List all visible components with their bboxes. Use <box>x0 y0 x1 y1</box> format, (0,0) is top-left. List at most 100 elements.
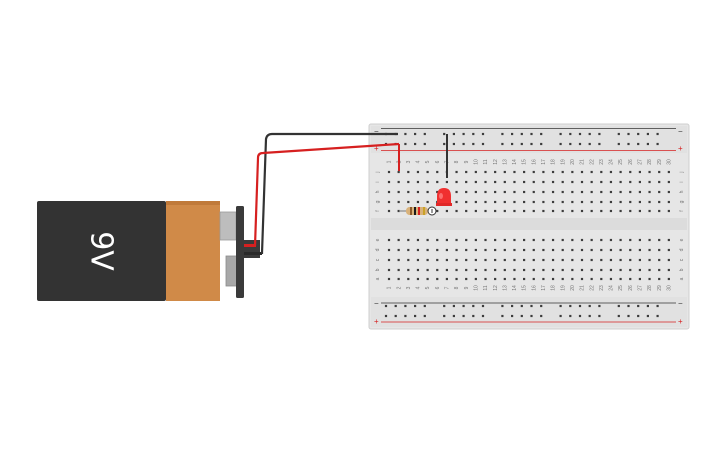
terminal-hole[interactable] <box>629 258 632 262</box>
terminal-hole[interactable] <box>532 180 535 184</box>
terminal-hole[interactable] <box>571 190 574 194</box>
terminal-hole[interactable] <box>667 190 670 194</box>
terminal-hole[interactable] <box>658 238 661 242</box>
terminal-hole[interactable] <box>590 170 593 174</box>
rail-hole[interactable] <box>627 304 630 308</box>
terminal-hole[interactable] <box>397 238 400 242</box>
terminal-hole[interactable] <box>532 170 535 174</box>
rail-hole[interactable] <box>472 314 475 318</box>
terminal-hole[interactable] <box>542 258 545 262</box>
terminal-hole[interactable] <box>523 248 526 252</box>
rail-hole[interactable] <box>501 314 504 318</box>
terminal-hole[interactable] <box>484 200 487 204</box>
terminal-hole[interactable] <box>658 209 661 213</box>
terminal-hole[interactable] <box>619 190 622 194</box>
terminal-hole[interactable] <box>638 200 641 204</box>
terminal-hole[interactable] <box>523 277 526 281</box>
terminal-hole[interactable] <box>426 277 429 281</box>
terminal-hole[interactable] <box>407 248 410 252</box>
terminal-hole[interactable] <box>551 200 555 204</box>
terminal-hole[interactable] <box>600 277 603 281</box>
terminal-hole[interactable] <box>416 248 420 252</box>
terminal-hole[interactable] <box>609 200 613 204</box>
terminal-hole[interactable] <box>532 268 535 272</box>
terminal-hole[interactable] <box>513 200 516 204</box>
terminal-hole[interactable] <box>629 180 632 184</box>
rail-hole[interactable] <box>540 304 543 308</box>
terminal-hole[interactable] <box>494 170 497 174</box>
terminal-hole[interactable] <box>523 258 526 262</box>
rail-hole[interactable] <box>637 132 640 136</box>
terminal-hole[interactable] <box>416 200 420 204</box>
terminal-hole[interactable] <box>600 238 603 242</box>
rail-hole[interactable] <box>472 304 475 308</box>
terminal-hole[interactable] <box>387 268 391 272</box>
terminal-hole[interactable] <box>551 170 555 174</box>
terminal-hole[interactable] <box>629 277 632 281</box>
terminal-hole[interactable] <box>580 209 584 213</box>
rail-hole[interactable] <box>578 132 582 136</box>
terminal-hole[interactable] <box>619 268 622 272</box>
terminal-hole[interactable] <box>455 258 458 262</box>
terminal-hole[interactable] <box>619 238 622 242</box>
rail-hole[interactable] <box>501 142 504 146</box>
rail-hole[interactable] <box>462 132 465 136</box>
terminal-hole[interactable] <box>619 248 622 252</box>
terminal-hole[interactable] <box>561 170 564 174</box>
terminal-hole[interactable] <box>561 209 564 213</box>
rail-hole[interactable] <box>384 314 388 318</box>
terminal-hole[interactable] <box>513 258 516 262</box>
terminal-hole[interactable] <box>445 180 448 184</box>
terminal-hole[interactable] <box>580 248 584 252</box>
rail-hole[interactable] <box>530 142 533 146</box>
terminal-hole[interactable] <box>542 248 545 252</box>
terminal-hole[interactable] <box>542 190 545 194</box>
terminal-hole[interactable] <box>407 238 410 242</box>
terminal-hole[interactable] <box>551 190 555 194</box>
rail-hole[interactable] <box>472 132 475 136</box>
terminal-hole[interactable] <box>561 200 564 204</box>
terminal-hole[interactable] <box>561 248 564 252</box>
terminal-hole[interactable] <box>503 200 506 204</box>
terminal-hole[interactable] <box>609 248 613 252</box>
terminal-hole[interactable] <box>580 190 584 194</box>
terminal-hole[interactable] <box>629 190 632 194</box>
terminal-hole[interactable] <box>465 268 468 272</box>
terminal-hole[interactable] <box>629 200 632 204</box>
rail-hole[interactable] <box>646 132 649 136</box>
terminal-hole[interactable] <box>571 200 574 204</box>
terminal-hole[interactable] <box>513 180 516 184</box>
rail-hole[interactable] <box>414 314 417 318</box>
terminal-hole[interactable] <box>426 248 429 252</box>
terminal-hole[interactable] <box>416 268 420 272</box>
terminal-hole[interactable] <box>542 268 545 272</box>
terminal-hole[interactable] <box>600 248 603 252</box>
terminal-hole[interactable] <box>658 258 661 262</box>
terminal-hole[interactable] <box>523 170 526 174</box>
terminal-hole[interactable] <box>600 190 603 194</box>
rail-hole[interactable] <box>394 304 397 308</box>
rail-hole[interactable] <box>530 304 533 308</box>
terminal-hole[interactable] <box>484 268 487 272</box>
rail-hole[interactable] <box>501 304 504 308</box>
terminal-hole[interactable] <box>387 248 391 252</box>
terminal-hole[interactable] <box>513 268 516 272</box>
terminal-hole[interactable] <box>667 248 670 252</box>
terminal-hole[interactable] <box>561 180 564 184</box>
rail-hole[interactable] <box>559 132 562 136</box>
terminal-hole[interactable] <box>484 209 487 213</box>
terminal-hole[interactable] <box>397 248 400 252</box>
terminal-hole[interactable] <box>571 180 574 184</box>
rail-hole[interactable] <box>578 304 582 308</box>
terminal-hole[interactable] <box>648 277 651 281</box>
rail-hole[interactable] <box>646 142 649 146</box>
terminal-hole[interactable] <box>465 170 468 174</box>
terminal-hole[interactable] <box>455 209 458 213</box>
terminal-hole[interactable] <box>387 180 391 184</box>
terminal-hole[interactable] <box>619 258 622 262</box>
terminal-hole[interactable] <box>551 238 555 242</box>
terminal-hole[interactable] <box>387 190 391 194</box>
terminal-hole[interactable] <box>638 180 641 184</box>
terminal-hole[interactable] <box>426 258 429 262</box>
rail-hole[interactable] <box>452 304 455 308</box>
